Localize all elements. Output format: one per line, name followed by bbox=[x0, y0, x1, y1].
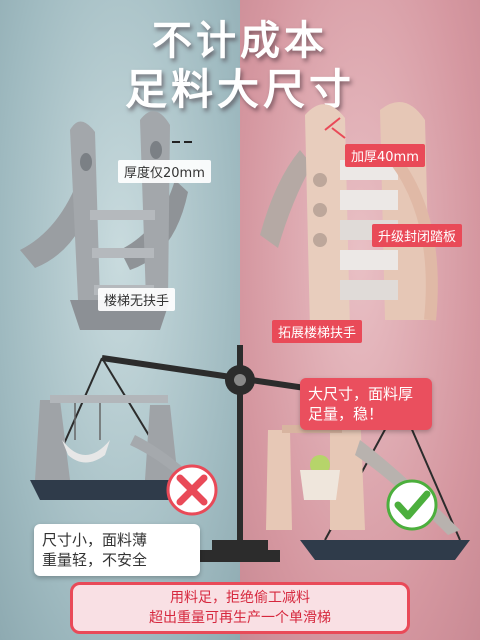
right-callout: 大尺寸，面料厚 足量，稳！ bbox=[300, 378, 432, 430]
right-callout-line1: 大尺寸，面料厚 bbox=[308, 385, 414, 403]
right-thickness-label: 加厚40mm bbox=[345, 144, 425, 167]
headline-line1: 不计成本 bbox=[152, 17, 328, 64]
balance-scale bbox=[30, 345, 470, 562]
cross-icon bbox=[166, 464, 218, 516]
right-callout-line2: 足量，稳！ bbox=[308, 405, 384, 423]
headline-line2: 足料大尺寸 bbox=[124, 65, 355, 114]
left-callout: 尺寸小，面料薄 重量轻，不安全 bbox=[34, 524, 200, 576]
left-swing-set-image bbox=[35, 395, 195, 482]
right-handrail-label: 拓展楼梯扶手 bbox=[272, 320, 363, 343]
footer-banner: 用料足，拒绝偷工减料 超出重量可再生产一个单滑梯 bbox=[70, 582, 410, 634]
left-slide-image bbox=[20, 111, 192, 330]
left-callout-line1: 尺寸小，面料薄 bbox=[42, 531, 148, 549]
left-stairs-label: 楼梯无扶手 bbox=[98, 288, 176, 311]
right-pedal-label: 升级封闭踏板 bbox=[372, 224, 463, 247]
footer-line2: 超出重量可再生产一个单滑梯 bbox=[149, 610, 331, 626]
left-callout-line2: 重量轻，不安全 bbox=[42, 551, 148, 569]
check-icon bbox=[386, 479, 438, 531]
left-thickness-label: 厚度仅20mm bbox=[118, 160, 211, 183]
footer-line1: 用料足，拒绝偷工减料 bbox=[170, 590, 310, 606]
right-slide-image bbox=[260, 102, 438, 331]
